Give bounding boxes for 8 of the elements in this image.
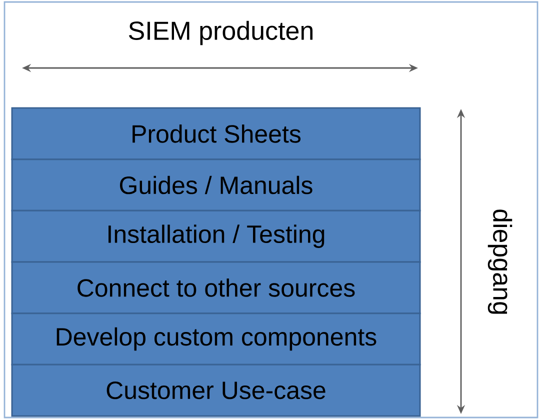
arrow-label: diepgang [488,210,512,314]
layer-box: Product Sheets [11,107,421,160]
arrow-label: SIEM producten [128,20,312,46]
layer-box: Installation / Testing [11,210,421,263]
layer-box: Develop custom components [11,312,421,366]
layer-box: Connect to other sources [11,261,421,314]
layer-box: Customer Use-case [11,364,421,417]
layer-box: Guides / Manuals [11,158,421,212]
